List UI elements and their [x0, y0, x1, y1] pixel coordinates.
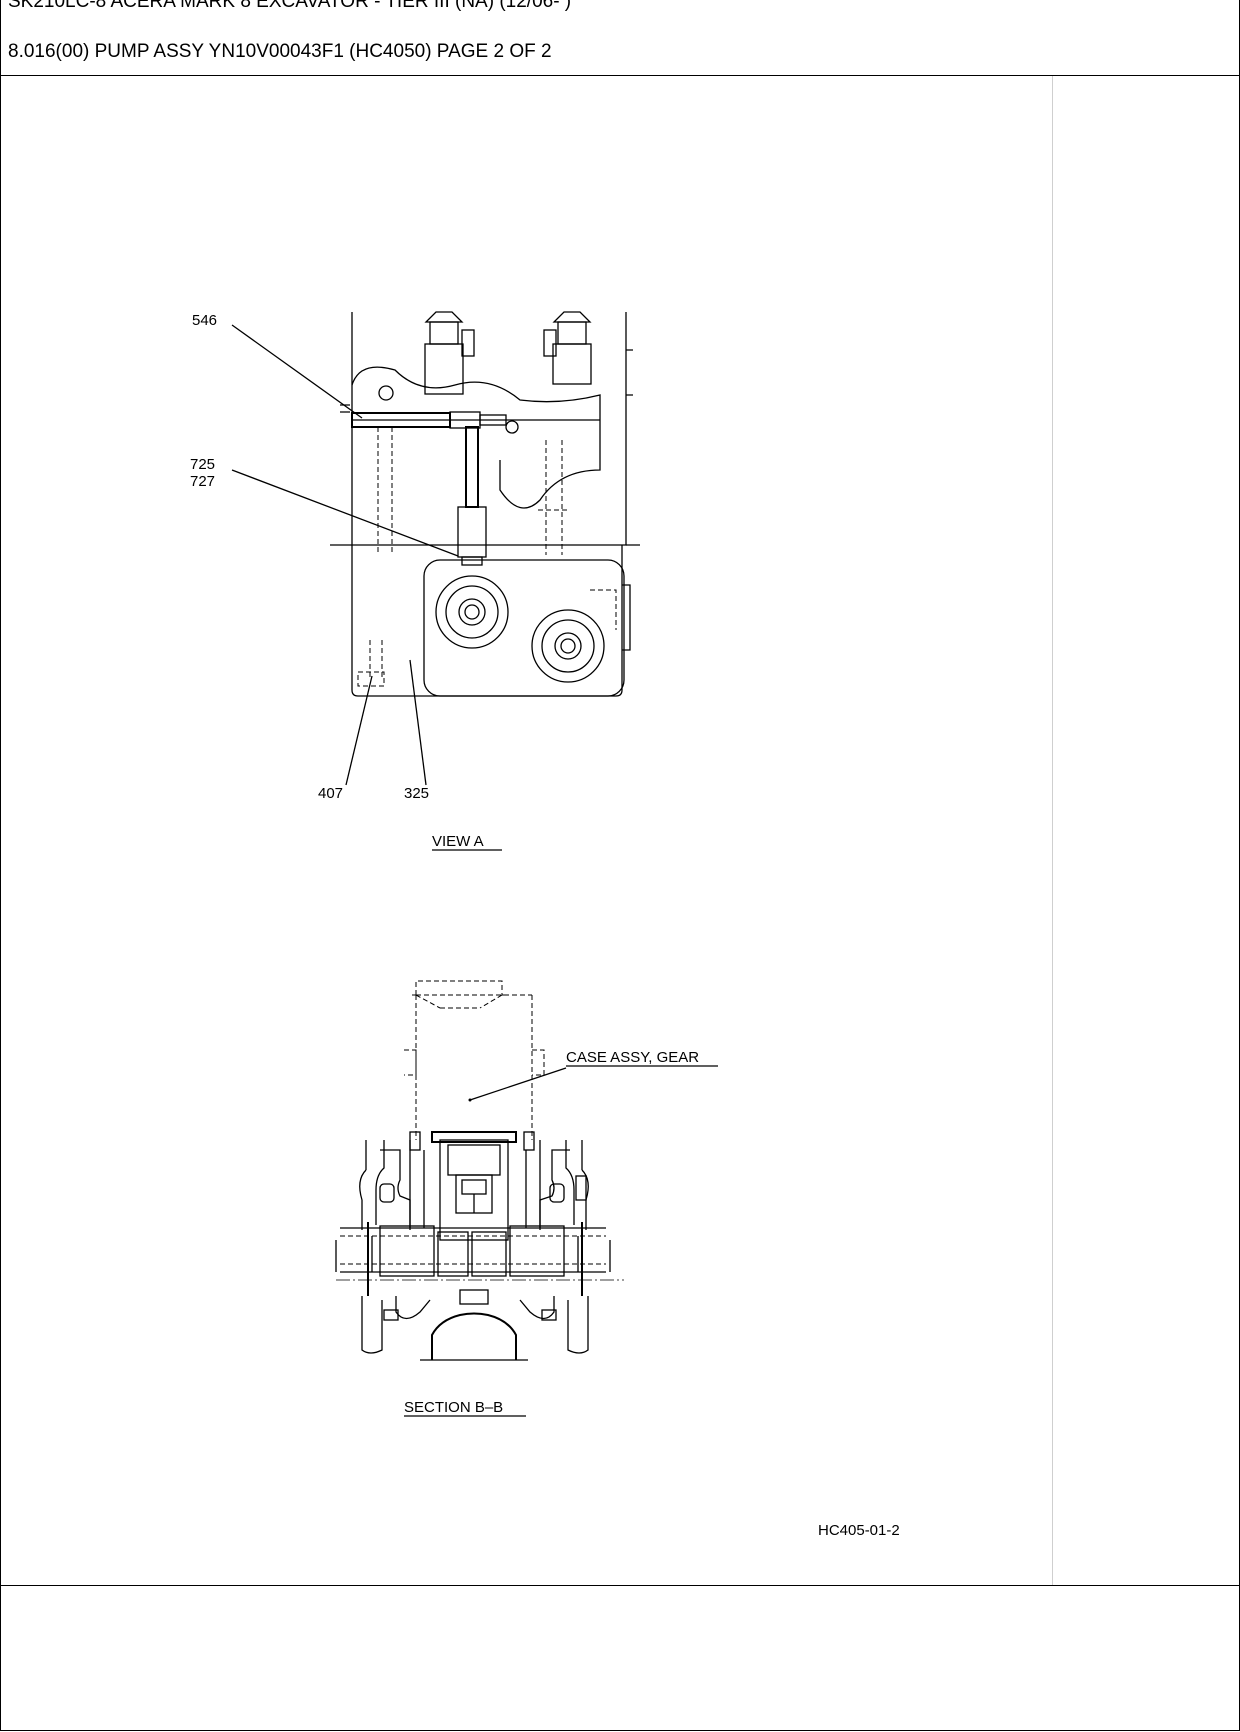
section-bb-title: SECTION B–B — [404, 1399, 503, 1416]
drawing-id: HC405-01-2 — [818, 1522, 900, 1539]
callout-407: 407 — [318, 785, 343, 802]
callout-325: 325 — [404, 785, 429, 802]
callout-725: 725 — [190, 456, 215, 473]
callout-546: 546 — [192, 312, 217, 329]
view-a-drawing — [330, 311, 640, 697]
callout-727: 727 — [190, 473, 215, 490]
callout-case-assy-gear: CASE ASSY, GEAR — [566, 1049, 699, 1066]
header-section-line: 8.016(00) PUMP ASSY YN10V00043F1 (HC4050… — [8, 41, 552, 62]
margin-divider — [1052, 76, 1053, 1585]
footer-divider — [0, 1585, 1240, 1586]
header-model-line: SK210LC-8 ACERA MARK 8 EXCAVATOR - TIER … — [8, 0, 572, 12]
case-assy-leader — [469, 1067, 567, 1101]
view-a-title: VIEW A — [432, 833, 484, 850]
header-divider — [0, 75, 1240, 76]
view-a-leaders — [231, 324, 459, 786]
section-bb-drawing — [335, 980, 624, 1361]
